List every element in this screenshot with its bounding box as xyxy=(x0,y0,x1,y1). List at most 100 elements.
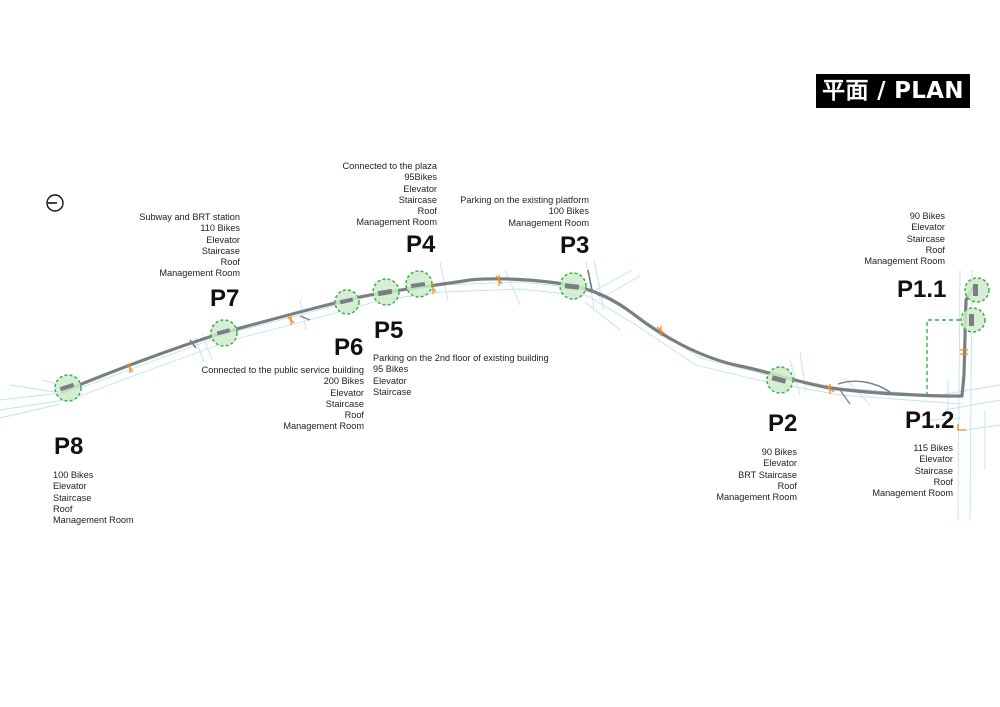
station-info-p4: Connected to the plaza 95Bikes Elevator … xyxy=(343,161,438,229)
street-line xyxy=(0,288,963,411)
station-label-p2: P2 xyxy=(768,410,798,437)
station-info-p5: Parking on the 2nd floor of existing bui… xyxy=(373,353,549,398)
info-line: 95 Bikes xyxy=(373,364,409,375)
info-line: 110 Bikes xyxy=(200,223,240,234)
info-line: Elevator xyxy=(373,375,407,386)
street-line xyxy=(584,301,621,331)
info-line: Elevator xyxy=(330,387,364,398)
info-line: Management Room xyxy=(159,268,240,279)
info-line: Roof xyxy=(777,480,797,491)
info-line: Roof xyxy=(344,410,364,421)
info-line: Staircase xyxy=(325,398,364,409)
station-marker-p6[interactable] xyxy=(334,289,360,315)
info-line: Roof xyxy=(933,476,953,487)
info-line: Elevator xyxy=(919,454,953,465)
info-line: Staircase xyxy=(398,194,437,205)
station-info-p2: 90 Bikes Elevator BRT Staircase Roof Man… xyxy=(716,447,797,503)
info-line: Subway and BRT station xyxy=(139,212,240,222)
street-line xyxy=(0,403,61,419)
street-line xyxy=(504,269,521,306)
info-line: 95Bikes xyxy=(404,172,437,183)
station-marker-p7[interactable] xyxy=(210,319,238,347)
station-marker-p4[interactable] xyxy=(405,270,433,298)
info-line: Management Room xyxy=(508,217,589,228)
info-line: 100 Bikes xyxy=(53,470,94,480)
road-branch xyxy=(299,315,311,321)
station-label-p4: P4 xyxy=(406,231,436,258)
crosswalk-marker xyxy=(495,275,503,286)
station-marker-p2[interactable] xyxy=(766,366,794,394)
station-label-p3: P3 xyxy=(560,232,590,259)
station-markers xyxy=(54,270,990,402)
street-line xyxy=(944,399,1000,411)
crosswalk-marker xyxy=(957,424,966,431)
info-line: Staircase xyxy=(914,465,953,476)
street-line xyxy=(439,261,449,301)
info-line: Roof xyxy=(220,257,240,268)
info-line: 90 Bikes xyxy=(761,447,797,457)
station-label-p5: P5 xyxy=(374,317,404,344)
station-marker-p1-2[interactable] xyxy=(960,307,986,333)
info-line: Connected to the plaza xyxy=(342,161,438,171)
info-line: BRT Staircase xyxy=(738,469,797,480)
station-info-p6: Connected to the public service building… xyxy=(202,365,364,433)
crosswalk-marker xyxy=(126,363,134,373)
info-line: Roof xyxy=(417,206,437,217)
info-line: Elevator xyxy=(763,458,797,469)
station-marker-p3[interactable] xyxy=(559,272,587,300)
info-line: 200 Bikes xyxy=(323,376,364,387)
street-line xyxy=(799,351,807,393)
info-line: Connected to the public service building xyxy=(201,365,364,375)
station-marker-p8[interactable] xyxy=(54,374,82,402)
road-branch xyxy=(837,380,891,393)
street-line xyxy=(9,384,56,393)
info-line: 90 Bikes xyxy=(909,211,945,221)
street-line xyxy=(593,259,605,311)
station-label-p1-2: P1.2 xyxy=(905,407,955,434)
info-line: Staircase xyxy=(906,233,945,244)
street-line xyxy=(585,261,595,309)
info-line: Elevator xyxy=(403,183,437,194)
station-label-p8: P8 xyxy=(54,433,84,460)
p1-connector-path xyxy=(926,319,966,396)
info-line: 100 Bikes xyxy=(548,206,589,217)
street-line xyxy=(0,281,961,401)
street-line xyxy=(789,359,801,396)
street-line xyxy=(964,424,1000,431)
road-branch xyxy=(839,389,851,405)
info-line: Roof xyxy=(53,503,73,514)
info-line: 115 Bikes xyxy=(913,443,953,453)
info-line: Elevator xyxy=(53,481,87,492)
info-line: Staircase xyxy=(201,245,240,256)
info-line: Staircase xyxy=(373,386,412,397)
info-line: Management Room xyxy=(283,421,364,432)
info-line: Elevator xyxy=(911,222,945,233)
plan-title-badge: 平面 / PLAN xyxy=(816,74,970,108)
street-line xyxy=(299,299,307,331)
street-line xyxy=(939,384,1000,396)
crosswalk-marker xyxy=(825,384,835,394)
info-line: Management Room xyxy=(716,492,797,503)
crosswalk-marker xyxy=(286,315,295,325)
station-label-p7: P7 xyxy=(210,285,240,312)
info-line: Staircase xyxy=(53,492,92,503)
station-info-p1-2: 115 Bikes Elevator Staircase Roof Manage… xyxy=(872,443,953,499)
station-marker-p5[interactable] xyxy=(372,278,400,306)
info-line: Roof xyxy=(925,244,945,255)
road-branch xyxy=(189,339,197,349)
info-line: Parking on the 2nd floor of existing bui… xyxy=(373,353,549,363)
crosswalk-marker xyxy=(656,326,666,336)
station-info-p8: 100 Bikes Elevator Staircase Roof Manage… xyxy=(53,470,134,526)
station-info-p7: Subway and BRT station 110 Bikes Elevato… xyxy=(139,212,240,280)
station-label-p6: P6 xyxy=(334,334,364,361)
info-line: Management Room xyxy=(864,256,945,267)
street-line xyxy=(929,417,961,421)
info-line: Elevator xyxy=(206,234,240,245)
crosswalk-markers xyxy=(126,275,968,431)
info-line: Management Room xyxy=(53,515,134,526)
info-line: Management Room xyxy=(872,488,953,499)
station-label-p1-1: P1.1 xyxy=(897,276,947,303)
station-marker-p1-1[interactable] xyxy=(964,277,990,303)
